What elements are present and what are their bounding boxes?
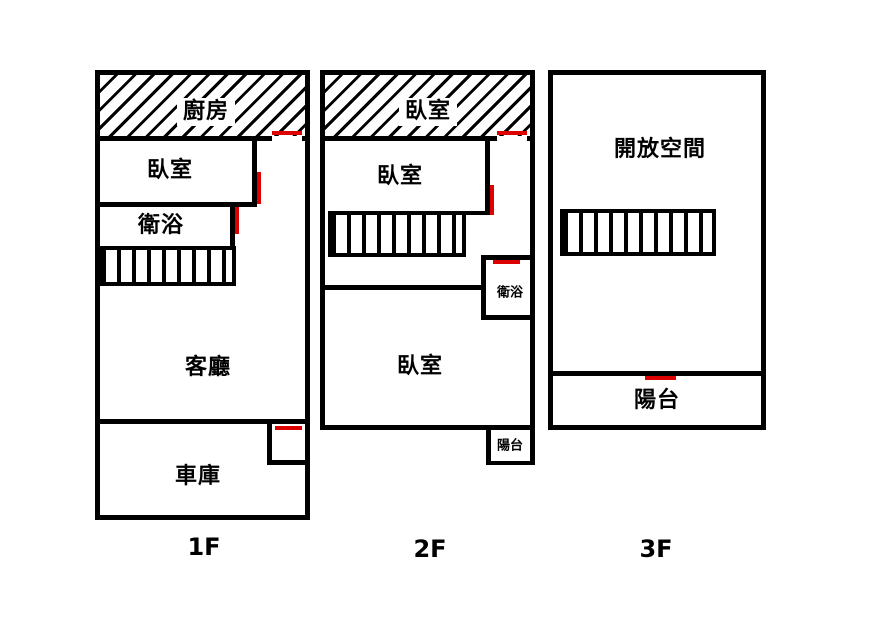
floor-3-balcony-wall — [548, 371, 766, 376]
room-label-garage: 車庫 — [174, 464, 222, 489]
floor-2-outline — [320, 70, 535, 430]
floor-label-1f: 1F — [187, 533, 221, 561]
floor-1-outline — [95, 70, 310, 520]
floor-2-top-room-wall-end — [527, 136, 535, 141]
floor-2-bedroom-right-wall — [485, 136, 490, 215]
door-marker — [490, 185, 494, 215]
floor-1-bedroom-bottom-wall — [95, 202, 257, 207]
floor-2-stairs-connector-wall — [462, 211, 490, 215]
room-label-living-room: 客廳 — [184, 355, 232, 380]
door-marker — [275, 426, 302, 430]
door-marker — [645, 376, 676, 380]
floor-1-kitchen-wall — [95, 136, 272, 141]
room-label-balcony-3f: 陽台 — [633, 388, 681, 413]
door-marker — [272, 131, 302, 135]
room-label-bathroom-2f: 衛浴 — [496, 285, 524, 301]
stairs-2f — [328, 211, 466, 257]
floor-1-kitchen-wall-end — [302, 136, 310, 141]
room-label-open-space: 開放空間 — [613, 137, 707, 162]
room-label-bedroom-2f-top: 臥室 — [398, 98, 458, 126]
door-marker — [493, 260, 520, 264]
room-label-bedroom-1f: 臥室 — [146, 158, 194, 183]
door-marker — [235, 207, 239, 234]
floor-label-3f: 3F — [639, 535, 673, 563]
door-marker — [257, 172, 261, 204]
floor-3-outline — [548, 70, 766, 430]
floor-1-entry-box-left-wall — [267, 424, 272, 465]
room-label-bedroom-2f-bottom: 臥室 — [396, 354, 444, 379]
room-label-balcony-2f: 陽台 — [496, 438, 524, 454]
floor-2-balcony-bottom-wall — [486, 461, 535, 465]
room-label-kitchen: 廚房 — [176, 98, 236, 126]
floor-1-bathroom-right-wall — [230, 202, 235, 248]
room-label-bedroom-2f-middle: 臥室 — [376, 164, 424, 189]
floor-1-entry-box-bottom-wall — [267, 460, 310, 465]
stairs-1f — [98, 246, 236, 286]
floor-2-balcony-right-wall — [530, 425, 535, 465]
floor-label-2f: 2F — [413, 535, 447, 563]
floor-2-bedroom-separator-wall — [320, 285, 486, 290]
door-marker — [497, 131, 527, 135]
floor-1-bedroom-right-wall — [252, 136, 257, 207]
floor-2-bathroom-top-wall — [481, 255, 535, 260]
floor-2-bathroom-bottom-wall — [481, 315, 535, 320]
floor-2-top-room-wall — [320, 136, 497, 141]
stairs-3f — [560, 209, 716, 256]
floor-1-garage-top-wall — [95, 419, 310, 424]
floor-2-balcony-left-wall — [486, 425, 491, 465]
room-label-bathroom-1f: 衛浴 — [137, 213, 185, 238]
